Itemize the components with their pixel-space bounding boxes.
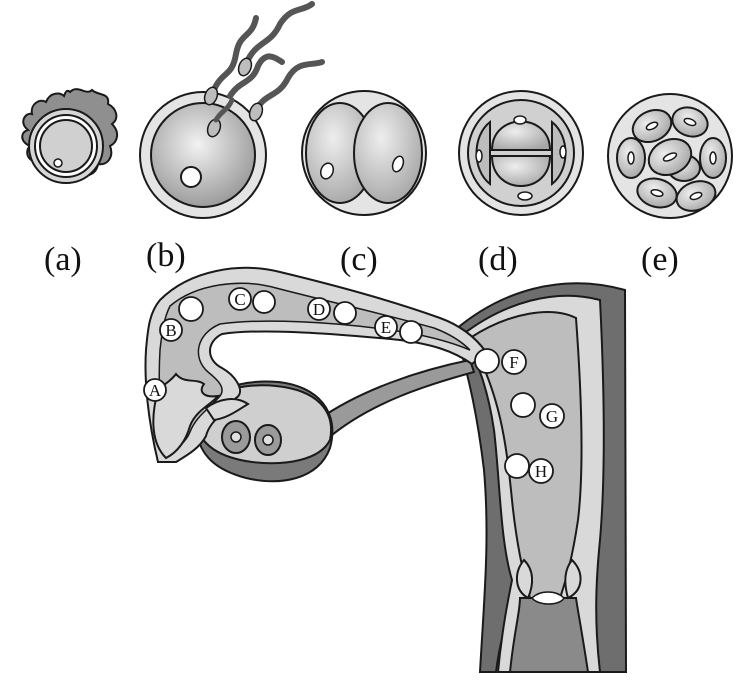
marker-circle-c <box>228 287 252 311</box>
fimbria <box>204 398 250 422</box>
cervix <box>508 597 590 673</box>
sperm-tail <box>210 15 259 95</box>
stage-label-e: (e) <box>641 241 679 278</box>
marker-label-d: D <box>313 300 325 319</box>
marker-label-e: E <box>381 318 391 337</box>
blastomere-bottom <box>490 155 552 187</box>
sperm-tail <box>213 97 235 123</box>
blastomere-right <box>353 102 423 204</box>
ovum-nucleus <box>53 158 63 168</box>
embryo-f <box>474 348 500 374</box>
sperm-tail <box>253 59 325 113</box>
cervix-lip-right <box>564 558 582 600</box>
marker-label-h: H <box>535 462 547 481</box>
morula-nuclei <box>627 117 717 201</box>
marker-label-a: A <box>149 381 162 400</box>
sperm-tail <box>243 1 315 67</box>
nucleus <box>391 155 405 173</box>
sperm-head <box>203 86 219 106</box>
stage-d-four-cell <box>458 90 584 216</box>
morula-cells <box>616 106 727 212</box>
marker-label-f: F <box>509 353 518 372</box>
nucleus <box>517 191 533 201</box>
cervix-lip-left <box>516 558 534 600</box>
sperm-head <box>237 57 253 77</box>
zona-d-inner <box>467 99 575 207</box>
embryo-g <box>510 392 536 418</box>
sperm-tail <box>227 53 285 99</box>
fimbriae <box>152 372 221 460</box>
marker-circle-g <box>539 403 565 429</box>
stage-label-a: (a) <box>44 241 82 278</box>
marker-circle-d <box>307 297 331 321</box>
marker-circle-a <box>143 378 167 402</box>
stage-a-ovum <box>21 88 118 184</box>
embryo-h <box>504 453 530 479</box>
cervix-opening <box>531 591 565 605</box>
stage-c-two-cell <box>301 90 427 216</box>
nucleus <box>559 145 567 159</box>
egg-cytoplasm <box>150 102 256 208</box>
nucleus <box>319 162 335 180</box>
marker-circle-f <box>501 349 527 375</box>
nucleus <box>513 115 527 125</box>
stage-label-b: (b) <box>146 237 186 274</box>
position-markers: A B C D E F G H <box>143 287 565 484</box>
embryo-e <box>399 320 423 344</box>
follicle-oocyte <box>230 431 242 443</box>
marker-circle-h <box>528 458 554 484</box>
egg-nucleus <box>180 166 202 188</box>
marker-label-b: B <box>165 321 176 340</box>
stage-label-d: (d) <box>478 241 518 278</box>
stage-label-c: (c) <box>340 241 378 278</box>
embryo-d <box>333 301 357 325</box>
follicle-oocyte <box>262 434 274 446</box>
ovarian-ligament <box>316 358 476 442</box>
ovum-b <box>178 296 204 322</box>
marker-label-g: G <box>546 407 558 426</box>
sperm-head <box>248 102 264 122</box>
zygote-c <box>252 290 276 314</box>
marker-circle-b <box>159 318 183 342</box>
stage-e-morula <box>607 93 733 219</box>
stage-b-fertilization <box>139 1 325 219</box>
ovum-inner <box>39 119 93 173</box>
marker-circle-e <box>374 315 398 339</box>
marker-label-c: C <box>234 290 245 309</box>
nucleus <box>475 149 483 163</box>
